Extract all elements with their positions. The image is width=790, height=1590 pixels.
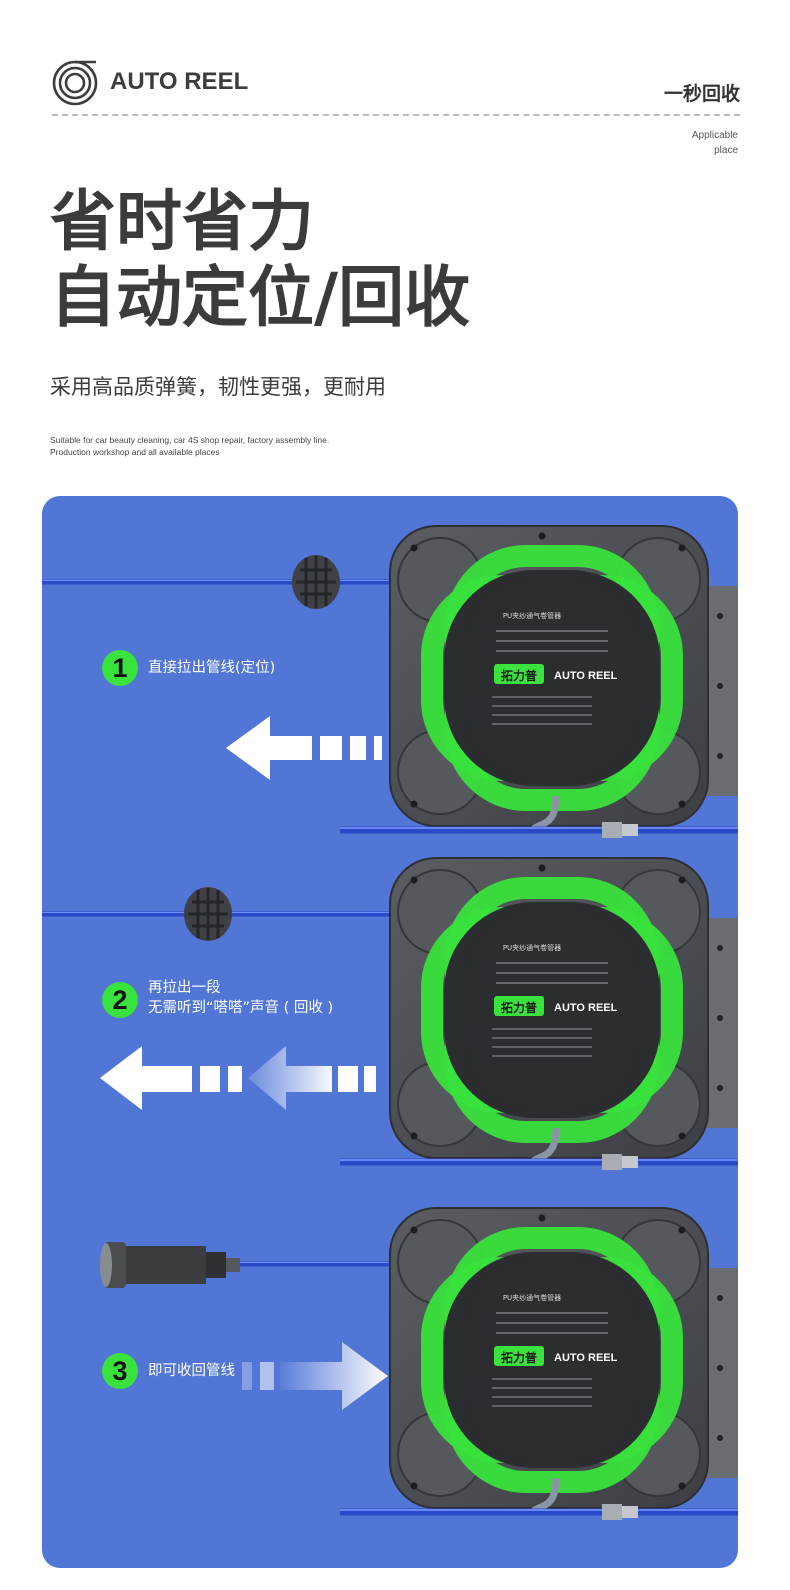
english-line-1: Suitable for car beauty cleaning, car 4S… bbox=[50, 435, 330, 445]
step-2-line-1: 再拉出一段 bbox=[148, 980, 221, 996]
headline-line-2: 自动定位/回收 bbox=[50, 259, 471, 336]
svg-text:AUTO REEL: AUTO REEL bbox=[554, 670, 618, 682]
headline: 省时省力 自动定位/回收 bbox=[50, 184, 470, 336]
divider bbox=[52, 114, 740, 116]
step-3-text: 即可收回管线 bbox=[148, 1363, 235, 1379]
headline-line-1: 省时省力 bbox=[50, 183, 314, 260]
pull-arrow-1 bbox=[226, 716, 382, 780]
english-description: Suitable for car beauty cleaning, car 4S… bbox=[50, 434, 329, 458]
svg-text:拓力普: 拓力普 bbox=[501, 1000, 537, 1015]
step-3-badge: 3 bbox=[102, 1353, 138, 1389]
svg-text:拓力普: 拓力普 bbox=[501, 668, 537, 683]
svg-text:AUTO REEL: AUTO REEL bbox=[554, 1002, 618, 1014]
step-1-text: 直接拉出管线(定位) bbox=[148, 660, 276, 676]
step-2-line-2: 无需听到“嗒嗒”声音 ( 回收 ) bbox=[148, 1000, 334, 1016]
step-2-text: 再拉出一段 无需听到“嗒嗒”声音 ( 回收 ) bbox=[148, 978, 333, 1018]
applicable-place: Applicable place bbox=[692, 128, 738, 158]
english-line-2: Production workshop and all available pl… bbox=[50, 447, 220, 457]
hose-stopper-ball-2 bbox=[184, 887, 232, 941]
svg-text:AUTO REEL: AUTO REEL bbox=[554, 1352, 618, 1364]
applicable-line-1: Applicable bbox=[691, 130, 738, 141]
subtitle: 采用高品质弹簧，韧性更强，更耐用 bbox=[50, 375, 386, 399]
step-2-badge: 2 bbox=[102, 982, 138, 1018]
retract-arrow bbox=[242, 1342, 388, 1410]
spiral-reel-icon bbox=[52, 60, 98, 106]
svg-text:拓力普: 拓力普 bbox=[501, 1350, 537, 1365]
svg-text:PU夹纱通气卷管器: PU夹纱通气卷管器 bbox=[503, 943, 561, 952]
svg-text:PU夹纱通气卷管器: PU夹纱通气卷管器 bbox=[503, 1293, 561, 1302]
applicable-line-2: place bbox=[714, 145, 738, 156]
pull-arrow-2 bbox=[100, 1046, 376, 1110]
step-1-badge: 1 bbox=[102, 650, 138, 686]
hose-coupler bbox=[100, 1242, 240, 1288]
hose-stopper-ball-1 bbox=[292, 555, 340, 609]
svg-text:PU夹纱通气卷管器: PU夹纱通气卷管器 bbox=[503, 611, 561, 620]
header: AUTO REEL 一秒回收 bbox=[52, 58, 740, 108]
brand-name: AUTO REEL bbox=[110, 68, 249, 95]
tagline: 一秒回收 bbox=[663, 83, 740, 105]
